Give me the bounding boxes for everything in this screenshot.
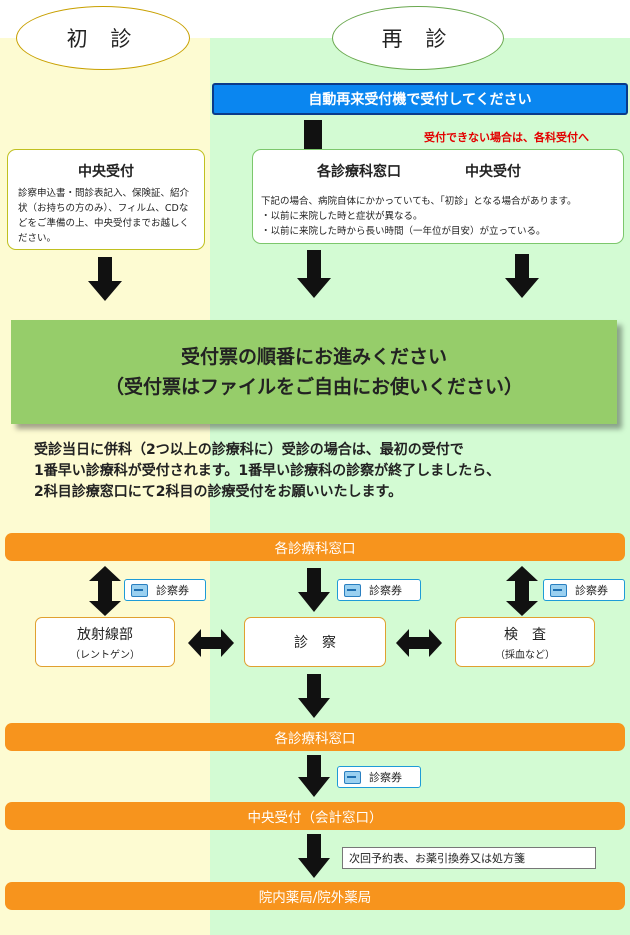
return-card-line: ・以前に来院した時と症状が異なる。	[261, 211, 423, 222]
return-visit-reception-card: 各診療科窓口 中央受付 下記の場合、病院自体にかかっていても、「初診」となる場合…	[252, 149, 624, 244]
ticket-card-icon	[344, 583, 361, 597]
radiology-node: 放射線部 （レントゲン）	[35, 617, 175, 667]
test-label: 検 査	[504, 626, 546, 643]
down-arrow-icon	[298, 674, 330, 718]
consultation-ticket-badge: 診察券	[337, 766, 421, 788]
return-card-title-dept: 各診療科窓口	[317, 164, 401, 180]
consultation-ticket-badge: 診察券	[124, 579, 206, 601]
return-card-line: 下記の場合、病院自体にかかっていても、「初診」となる場合があります。	[261, 196, 577, 207]
department-window-bar: 各診療科窓口	[5, 533, 625, 561]
return-card-title-central: 中央受付	[465, 164, 521, 180]
notice-line: 受診当日に併科（2つ以上の診療科に）受診の場合は、最初の受付で	[34, 442, 464, 458]
consultation-ticket-badge: 診察券	[543, 579, 625, 601]
return-visit-header: 再 診	[332, 6, 504, 70]
return-card-line: ・以前に来院した時から長い時間（一年位が目安）が立っている。	[261, 226, 546, 237]
down-arrow-icon	[298, 568, 330, 612]
central-cashier-bar: 中央受付（会計窓口）	[5, 802, 625, 830]
radiology-sub-label: （レントゲン）	[70, 649, 140, 661]
consultation-ticket-badge: 診察券	[337, 579, 421, 601]
examination-label: 診 察	[294, 635, 336, 651]
ticket-label: 診察券	[369, 771, 402, 784]
notice-line: 2科目診療窓口にて2科目の診療受付をお願いいたします。	[34, 484, 403, 500]
ticket-order-box: 受付票の順番にお進みください （受付票はファイルをご自由にお使いください）	[11, 320, 617, 424]
ticket-order-line: 受付票の順番にお進みください	[180, 346, 447, 368]
department-window-bar: 各診療科窓口	[5, 723, 625, 751]
auto-reception-machine-button[interactable]: 自動再来受付機で受付してください	[212, 83, 628, 115]
down-arrow-icon	[88, 257, 122, 301]
down-arrow-icon	[297, 250, 331, 298]
ticket-card-icon	[131, 583, 148, 597]
radiology-label: 放射線部	[77, 626, 133, 643]
down-arrow-icon	[298, 755, 330, 797]
down-arrow-icon	[298, 834, 330, 878]
ticket-order-line: （受付票はファイルをご自由にお使いください）	[104, 376, 523, 398]
first-visit-header: 初 診	[16, 6, 190, 70]
examination-node: 診 察	[244, 617, 386, 667]
multi-department-notice: 受診当日に併科（2つ以上の診療科に）受診の場合は、最初の受付で 1番早い診療科が…	[34, 440, 624, 503]
test-sub-label: （採血など）	[495, 649, 555, 661]
test-node: 検 査 （採血など）	[455, 617, 595, 667]
fallback-note: 受付できない場合は、各科受付へ	[424, 131, 589, 144]
down-arrow-icon	[505, 254, 539, 298]
first-card-text: 診察申込書・問診表記入、保険証、紹介状（お持ちの方のみ）、フィルム、CDなどをご…	[18, 188, 190, 244]
ticket-label: 診察券	[369, 584, 402, 597]
ticket-card-icon	[550, 583, 567, 597]
left-right-arrow-icon	[188, 629, 234, 657]
up-down-arrow-icon	[506, 566, 538, 616]
first-card-title: 中央受付	[78, 164, 134, 180]
next-documents-note: 次回予約表、お薬引換券又は処方箋	[342, 847, 596, 869]
notice-line: 1番早い診療科が受付されます。1番早い診療科の診察が終了しましたら、	[34, 463, 501, 479]
connector-arrow	[304, 120, 322, 150]
ticket-label: 診察券	[156, 584, 189, 597]
up-down-arrow-icon	[89, 566, 121, 616]
left-right-arrow-icon	[396, 629, 442, 657]
pharmacy-bar: 院内薬局/院外薬局	[5, 882, 625, 910]
first-visit-reception-card: 中央受付 診察申込書・問診表記入、保険証、紹介状（お持ちの方のみ）、フィルム、C…	[7, 149, 205, 250]
ticket-label: 診察券	[575, 584, 608, 597]
ticket-card-icon	[344, 770, 361, 784]
